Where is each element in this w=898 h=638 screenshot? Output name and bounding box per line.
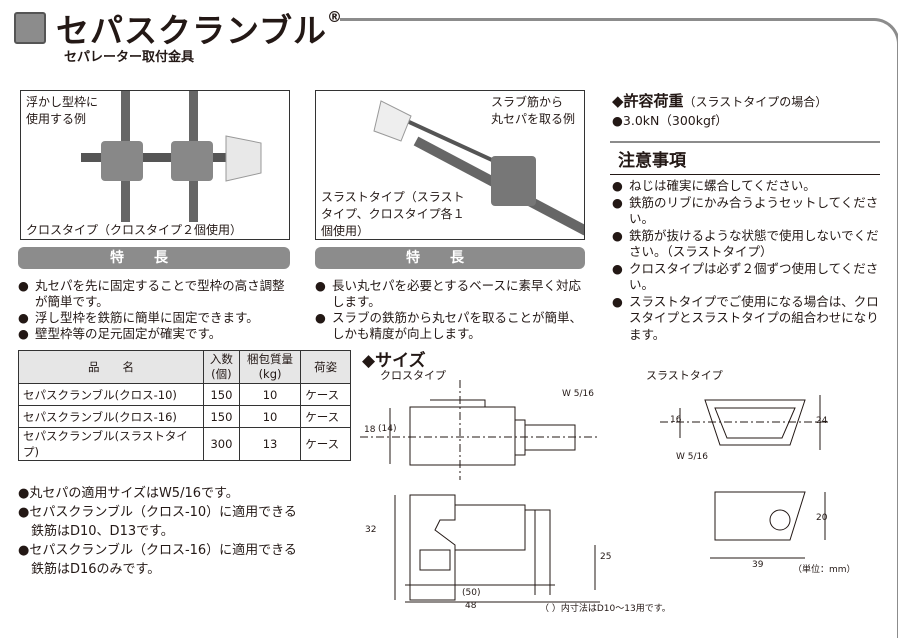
table-header-row: 品 名 入数 (個) 梱包質量 (kg) 荷姿 <box>18 350 351 384</box>
feature-item: 丸セパを先に固定することで型枠の高さ調整が簡単です。 <box>18 278 293 310</box>
features-list-right: 長い丸セパを必要とするベースに素早く対応します。 スラブの鉄筋から丸セパを取るこ… <box>315 278 587 342</box>
cell: 300 <box>203 427 240 461</box>
features-list-left: 丸セパを先に固定することで型枠の高さ調整が簡単です。 浮し型枠を鉄筋に簡単に固定… <box>18 278 293 342</box>
notes: ●丸セパの適用サイズはW5/16です。 ●セパスクランブル（クロス-10）に適用… <box>18 484 348 579</box>
title-square-icon <box>14 12 46 44</box>
note-item: ●丸セパの適用サイズはW5/16です。 <box>18 486 239 501</box>
cell: セパスクランブル(クロス-16) <box>18 405 204 428</box>
page-subtitle: セパレーター取付金具 <box>64 50 195 65</box>
product-table: 品 名 入数 (個) 梱包質量 (kg) 荷姿 セパスクランブル(クロス-10)… <box>18 350 351 461</box>
dim-18: 18 <box>364 425 376 435</box>
load-value: ●3.0kN（300kgf） <box>612 113 728 128</box>
registered-mark: ® <box>327 8 344 26</box>
photo-caption-bottom: スラストタイプ（スラスト タイプ、クロスタイプ各１ 個使用） <box>321 189 465 239</box>
cell: 13 <box>238 427 302 461</box>
photo-caption: 浮かし型枠に 使用する例 <box>26 94 99 128</box>
dim-32: 32 <box>365 525 377 535</box>
col-qty: 入数 (個) <box>203 350 240 384</box>
note-item: ●セパスクランブル（クロス-10）に適用できる 鉄筋はD10、D13です。 <box>18 505 297 539</box>
col-weight: 梱包質量 (kg) <box>238 350 302 384</box>
load-heading-text: ◆許容荷重 <box>612 92 684 110</box>
load-heading: ◆許容荷重（スラストタイプの場合） <box>612 90 827 111</box>
col-name: 品 名 <box>18 350 204 384</box>
caution-item: クロスタイプは必ず２個ずつ使用してください。 <box>612 261 884 294</box>
photo-caption-bottom: クロスタイプ（クロスタイプ２個使用） <box>26 222 243 239</box>
cell: ケース <box>300 383 351 406</box>
note-item: ●セパスクランブル（クロス-16）に適用できる 鉄筋はD16のみです。 <box>18 543 297 577</box>
thrust-type-photo-image <box>373 100 584 236</box>
cell: セパスクランブル(スラストタイプ) <box>18 427 204 461</box>
caution-item: ねじは確実に螺合してください。 <box>612 178 884 195</box>
col-package: 荷姿 <box>300 350 351 384</box>
title-text: セパスクランブル <box>56 11 328 50</box>
dim-w2: W 5/16 <box>676 452 708 462</box>
cell: ケース <box>300 427 351 461</box>
load-note: （スラストタイプの場合） <box>683 95 828 109</box>
caution-item: スラストタイプでご使用になる場合は、クロスタイプとスラストタイプの組合わせになり… <box>612 294 884 344</box>
caution-item: 鉄筋のリブにかみ合うようセットしてください。 <box>612 195 884 228</box>
cell: 150 <box>203 383 240 406</box>
cell: ケース <box>300 405 351 428</box>
feature-item: 長い丸セパを必要とするベースに素早く対応します。 <box>315 278 587 310</box>
feature-item: 浮し型枠を鉄筋に簡単に固定できます。 <box>18 310 293 326</box>
cell: セパスクランブル(クロス-10) <box>18 383 204 406</box>
dim-w1: W 5/16 <box>562 389 594 399</box>
caution-heading: 注意事項 <box>610 141 880 175</box>
dim-16: 16 <box>670 415 682 425</box>
features-bar-right: 特長 <box>315 247 585 269</box>
photo-cross-type: 浮かし型枠に 使用する例 クロスタイプ（クロスタイプ２個使用） <box>20 90 290 240</box>
thrust-type-label: スラストタイプ <box>646 369 723 382</box>
cell: 150 <box>203 405 240 428</box>
cell: 10 <box>238 383 302 406</box>
dim-25: 25 <box>600 552 612 562</box>
feature-item: 壁型枠等の足元固定が確実です。 <box>18 326 293 342</box>
dim-39: 39 <box>752 560 764 570</box>
unit-label: （単位：mm） <box>793 565 856 575</box>
feature-item: スラブの鉄筋から丸セパを取ることが簡単、しかも精度が向上します。 <box>315 310 587 342</box>
features-bar-left: 特長 <box>18 247 290 269</box>
dimension-drawings <box>360 380 830 603</box>
dim-24: 24 <box>816 416 828 426</box>
photo-caption: スラブ筋から 丸セパを取る例 <box>491 95 576 126</box>
size-footnote: （ ）内寸法はD10～13用です。 <box>540 604 671 614</box>
caution-list: ねじは確実に螺合してください。 鉄筋のリブにかみ合うようセットしてください。 鉄… <box>612 178 884 343</box>
dim-50: (50) <box>462 588 481 598</box>
dim-48: 48 <box>465 601 477 611</box>
cell: 10 <box>238 405 302 428</box>
dim-20: 20 <box>816 513 828 523</box>
size-heading: ◆サイズ <box>362 351 426 371</box>
dim-14: (14) <box>378 424 397 434</box>
cross-type-label: クロスタイプ <box>380 369 446 382</box>
page-title: セパスクランブル® <box>56 4 343 52</box>
cross-type-photo-image <box>81 91 262 239</box>
photo-thrust-type: スラブ筋から 丸セパを取る例 スラストタイプ（スラスト タイプ、クロスタイプ各１… <box>315 90 585 240</box>
caution-item: 鉄筋が抜けるような状態で使用しないでください。（スラストタイプ） <box>612 228 884 261</box>
